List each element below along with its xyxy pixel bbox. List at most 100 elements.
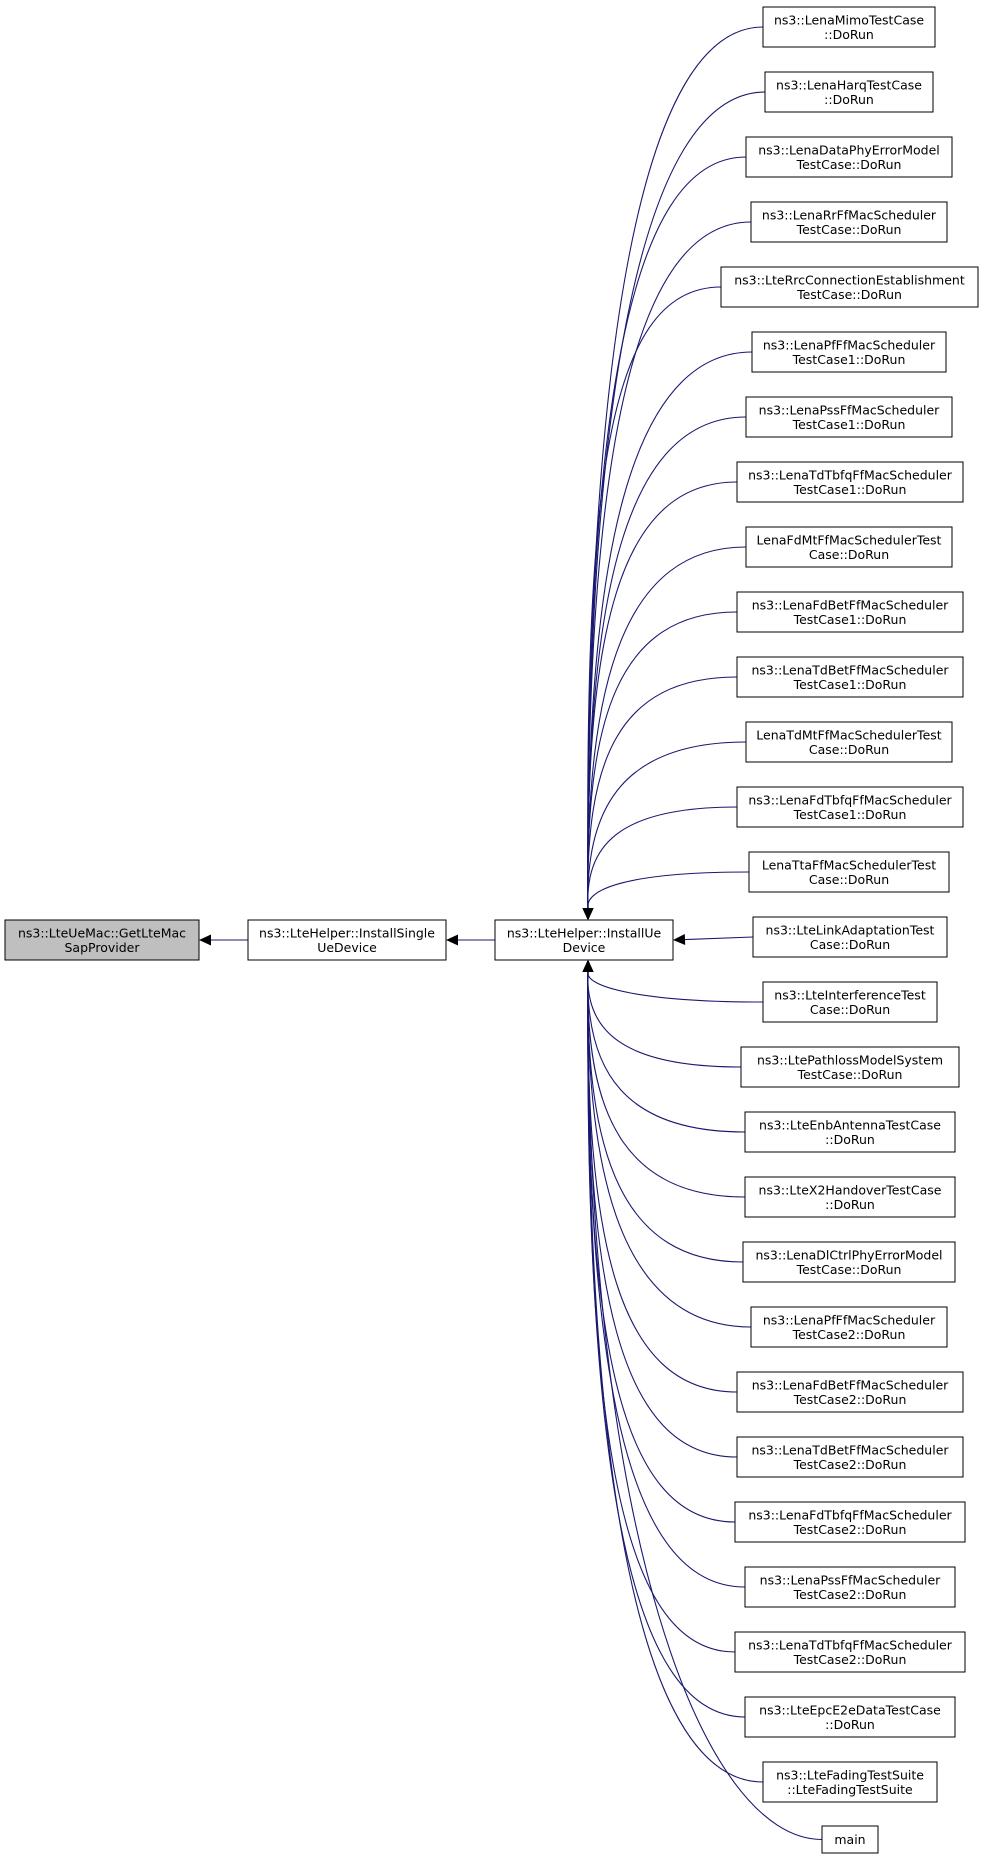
- caller-node-27[interactable]: ns3::LteEpcE2eDataTestCase::DoRun: [744, 1696, 956, 1738]
- caller-node-22[interactable]: ns3::LenaFdBetFfMacSchedulerTestCase2::D…: [736, 1371, 964, 1413]
- caller-node-15-box: [752, 916, 948, 958]
- caller-node-19-label: ::DoRun: [825, 1197, 875, 1212]
- caller-node-25-label: TestCase2::DoRun: [793, 1587, 907, 1602]
- edge-line: [587, 971, 746, 1198]
- caller-node-18[interactable]: ns3::LteEnbAntennaTestCase::DoRun: [744, 1111, 956, 1153]
- caller-node-11[interactable]: ns3::LenaTdBetFfMacSchedulerTestCase1::D…: [736, 656, 964, 698]
- caller-node-4-box: [750, 201, 948, 243]
- caller-node-26[interactable]: ns3::LenaTdTbfqFfMacSchedulerTestCase2::…: [734, 1631, 966, 1673]
- edge-caller-10-to-install-ue: [587, 611, 738, 909]
- caller-node-14-label: Case::DoRun: [809, 872, 889, 887]
- caller-node-6-box: [751, 331, 947, 373]
- caller-node-1[interactable]: ns3::LenaMimoTestCase::DoRun: [762, 6, 936, 48]
- caller-node-17[interactable]: ns3::LtePathlossModelSystemTestCase::DoR…: [740, 1046, 960, 1088]
- edge-line: [587, 286, 722, 909]
- caller-node-29[interactable]: main: [821, 1825, 879, 1854]
- caller-node-29-label: main: [834, 1832, 865, 1847]
- caller-node-9-label: Case::DoRun: [809, 547, 889, 562]
- edge-caller-12-to-install-ue: [587, 741, 747, 909]
- caller-node-10-box: [736, 591, 964, 633]
- install-ue-device-node-label: Device: [563, 940, 606, 955]
- edge-line: [587, 806, 738, 909]
- caller-node-10[interactable]: ns3::LenaFdBetFfMacSchedulerTestCase1::D…: [736, 591, 964, 633]
- edge-caller-13-to-install-ue: [587, 806, 738, 909]
- edge-arrowhead: [582, 908, 594, 920]
- caller-node-9-label: LenaFdMtFfMacSchedulerTest: [757, 532, 942, 547]
- caller-node-27-label: ::DoRun: [825, 1717, 875, 1732]
- caller-node-14-label: LenaTtaFfMacSchedulerTest: [762, 857, 936, 872]
- caller-node-14-box: [748, 851, 950, 893]
- caller-node-20[interactable]: ns3::LenaDlCtrlPhyErrorModelTestCase::Do…: [742, 1241, 956, 1283]
- caller-node-2-label: ns3::LenaHarqTestCase: [776, 77, 922, 92]
- caller-node-20-label: ns3::LenaDlCtrlPhyErrorModel: [755, 1247, 942, 1262]
- edge-caller-17-to-install-ue: [587, 971, 742, 1068]
- caller-node-24[interactable]: ns3::LenaFdTbfqFfMacSchedulerTestCase2::…: [734, 1501, 966, 1543]
- caller-node-26-label: ns3::LenaTdTbfqFfMacScheduler: [748, 1637, 953, 1652]
- caller-node-7[interactable]: ns3::LenaPssFfMacSchedulerTestCase1::DoR…: [745, 396, 953, 438]
- caller-node-1-label: ns3::LenaMimoTestCase: [774, 12, 924, 27]
- edge-line: [587, 971, 823, 1841]
- caller-node-4-label: ns3::LenaRrFfMacScheduler: [762, 207, 937, 222]
- caller-node-3-label: TestCase::DoRun: [796, 157, 902, 172]
- edge-caller-21-to-install-ue: [587, 971, 752, 1328]
- caller-node-10-label: ns3::LenaFdBetFfMacScheduler: [752, 597, 949, 612]
- caller-node-23-box: [736, 1436, 964, 1478]
- edge-line: [587, 971, 742, 1068]
- caller-node-24-box: [734, 1501, 966, 1543]
- caller-node-5-box: [720, 266, 979, 308]
- caller-node-21-label: ns3::LenaPfFfMacScheduler: [763, 1312, 936, 1327]
- caller-node-3[interactable]: ns3::LenaDataPhyErrorModelTestCase::DoRu…: [745, 136, 953, 178]
- caller-node-25[interactable]: ns3::LenaPssFfMacSchedulerTestCase2::DoR…: [744, 1566, 956, 1608]
- caller-node-8[interactable]: ns3::LenaTdTbfqFfMacSchedulerTestCase1::…: [736, 461, 964, 503]
- caller-node-7-label: ns3::LenaPssFfMacScheduler: [759, 402, 941, 417]
- caller-node-19-label: ns3::LteX2HandoverTestCase: [759, 1182, 942, 1197]
- caller-node-7-box: [745, 396, 953, 438]
- caller-node-11-label: TestCase1::DoRun: [793, 677, 907, 692]
- caller-node-25-label: ns3::LenaPssFfMacScheduler: [760, 1572, 942, 1587]
- edge-line: [587, 676, 738, 909]
- edge-arrowhead: [446, 934, 458, 946]
- caller-node-23[interactable]: ns3::LenaTdBetFfMacSchedulerTestCase2::D…: [736, 1436, 964, 1478]
- caller-node-15-label: Case::DoRun: [810, 937, 890, 952]
- caller-node-11-label: ns3::LenaTdBetFfMacScheduler: [751, 662, 949, 677]
- caller-node-3-label: ns3::LenaDataPhyErrorModel: [758, 142, 940, 157]
- caller-node-28[interactable]: ns3::LteFadingTestSuite::LteFadingTestSu…: [762, 1761, 938, 1803]
- edge-line: [587, 971, 746, 1588]
- caller-node-1-box: [762, 6, 936, 48]
- edge-caller-8-to-install-ue: [587, 481, 738, 909]
- caller-node-13[interactable]: ns3::LenaFdTbfqFfMacSchedulerTestCase1::…: [736, 786, 964, 828]
- install-single-ue-device-node-box: [247, 919, 447, 961]
- caller-node-9-box: [745, 526, 953, 568]
- caller-node-5[interactable]: ns3::LteRrcConnectionEstablishmentTestCa…: [720, 266, 979, 308]
- caller-node-6[interactable]: ns3::LenaPfFfMacSchedulerTestCase1::DoRu…: [751, 331, 947, 373]
- focus-node-label: ns3::LteUeMac::GetLteMac: [18, 925, 186, 940]
- caller-node-4-label: TestCase::DoRun: [796, 222, 902, 237]
- edge-line: [587, 611, 738, 909]
- edge-caller-9-to-install-ue: [587, 546, 747, 909]
- edge-line: [587, 481, 738, 909]
- caller-node-18-label: ns3::LteEnbAntennaTestCase: [759, 1117, 941, 1132]
- edge-line: [587, 971, 764, 1003]
- caller-node-2[interactable]: ns3::LenaHarqTestCase::DoRun: [764, 71, 934, 113]
- focus-node-label: SapProvider: [65, 940, 141, 955]
- caller-node-19[interactable]: ns3::LteX2HandoverTestCase::DoRun: [744, 1176, 956, 1218]
- caller-node-20-box: [742, 1241, 956, 1283]
- caller-node-16-label: ns3::LteInterferenceTest: [774, 987, 926, 1002]
- edge-caller-18-to-install-ue: [587, 971, 746, 1133]
- edge-line: [587, 741, 747, 909]
- edge-line: [587, 971, 736, 1523]
- caller-node-21-label: TestCase2::DoRun: [792, 1327, 906, 1342]
- edge-caller-6-to-install-ue: [587, 351, 753, 909]
- caller-node-21[interactable]: ns3::LenaPfFfMacSchedulerTestCase2::DoRu…: [750, 1306, 948, 1348]
- caller-node-12-label: LenaTdMtFfMacSchedulerTest: [756, 727, 941, 742]
- caller-node-25-box: [744, 1566, 956, 1608]
